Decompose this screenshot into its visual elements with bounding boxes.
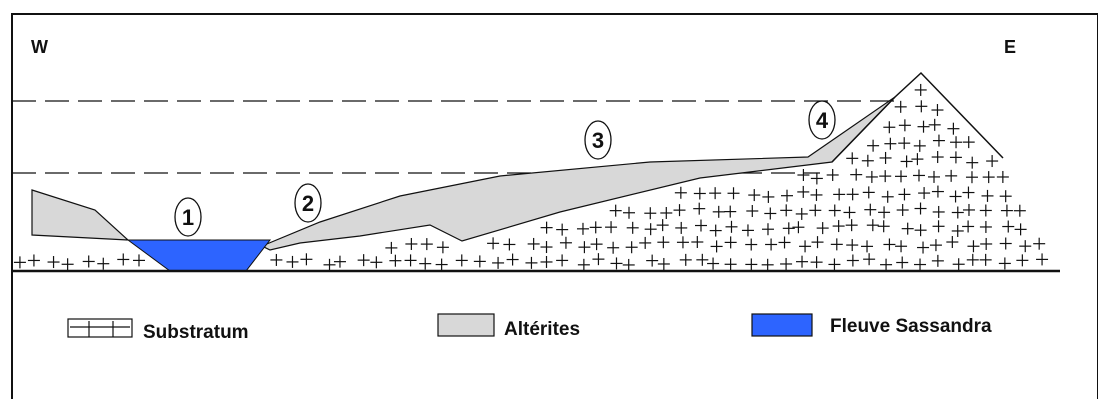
legend-substratum-label: Substratum	[143, 322, 249, 343]
river-swatch	[751, 313, 813, 337]
svg-text:3: 3	[592, 128, 604, 153]
legend-alterites-label: Altérites	[504, 319, 580, 340]
peak-outline	[831, 71, 1004, 163]
alterites-right-slope	[260, 96, 896, 251]
east-label: E	[1004, 37, 1016, 57]
marker-4: 4	[808, 100, 836, 140]
west-label: W	[31, 37, 48, 57]
svg-text:2: 2	[302, 191, 314, 216]
legend-river-label: Fleuve Sassandra	[830, 316, 992, 337]
legend: Substratum Altérites Fleuve Sassandra	[67, 313, 992, 343]
svg-text:4: 4	[816, 108, 829, 133]
legend-alterites: Altérites	[437, 313, 580, 340]
svg-text:1: 1	[182, 205, 194, 230]
marker-2: 2	[294, 183, 322, 223]
legend-substratum: Substratum	[67, 318, 249, 343]
cross-hatch-icon	[67, 318, 133, 338]
substratum-crosses	[13, 83, 1049, 271]
legend-river: Fleuve Sassandra	[751, 313, 992, 337]
marker-3: 3	[584, 120, 612, 160]
alterites-swatch	[437, 313, 495, 337]
marker-1: 1	[174, 197, 202, 237]
